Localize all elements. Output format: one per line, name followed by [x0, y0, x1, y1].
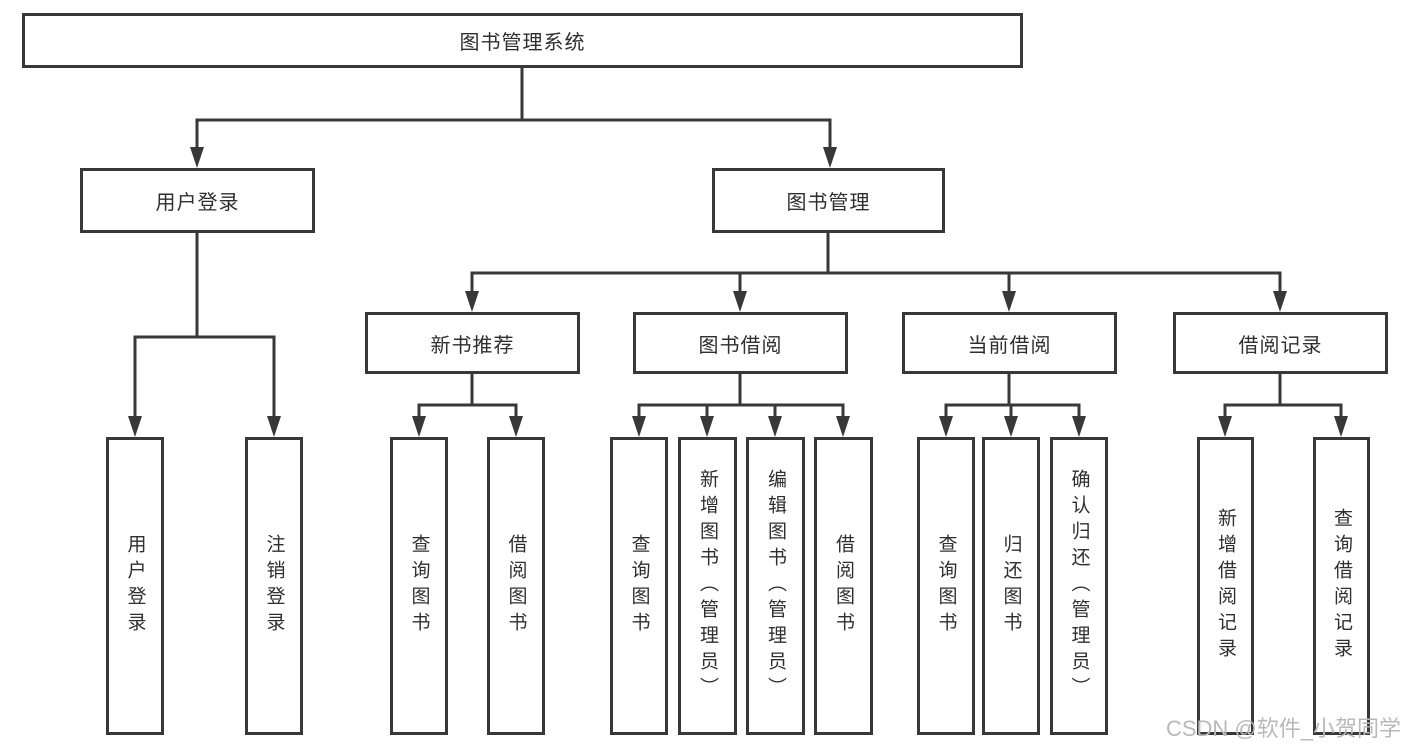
- node-user-login: 用户登录: [80, 168, 315, 233]
- node-label-bb-add-book: 新增图书（管理员）: [697, 469, 718, 703]
- arrow-down-icon: [128, 416, 142, 437]
- node-label-borrow-records: 借阅记录: [1238, 334, 1323, 357]
- arrow-down-icon: [412, 416, 426, 437]
- arrow-down-icon: [1072, 416, 1086, 437]
- node-bb-add-book: 新增图书（管理员）: [678, 437, 737, 735]
- node-label-login: 用户登录: [124, 534, 146, 638]
- arrow-down-icon: [267, 416, 281, 437]
- arrow-down-icon: [632, 416, 646, 437]
- arrow-down-icon: [1334, 416, 1348, 437]
- node-borrow-records: 借阅记录: [1173, 312, 1388, 374]
- node-label-book-borrow: 图书借阅: [698, 334, 783, 357]
- node-label-book-mgmt: 图书管理: [786, 192, 871, 214]
- node-login: 用户登录: [106, 437, 164, 735]
- node-cb-confirm-return: 确认归还（管理员）: [1050, 437, 1108, 735]
- node-label-br-query-record: 查询借阅记录: [1331, 508, 1352, 664]
- node-rec-borrow-book: 借阅图书: [487, 437, 545, 735]
- node-label-cb-return-book: 归还图书: [1000, 534, 1022, 638]
- node-label-user-login: 用户登录: [155, 192, 240, 214]
- node-br-query-record: 查询借阅记录: [1313, 437, 1370, 735]
- watermark-text: CSDN @软件_小贺同学: [1165, 716, 1401, 741]
- node-book-mgmt: 图书管理: [712, 168, 945, 233]
- node-current-borrow: 当前借阅: [902, 312, 1117, 374]
- arrow-down-icon: [509, 416, 523, 437]
- arrow-down-icon: [1002, 291, 1016, 312]
- node-label-cb-query-book: 查询图书: [935, 534, 957, 638]
- arrow-down-icon: [465, 291, 479, 312]
- node-label-logout: 注销登录: [263, 534, 285, 638]
- node-cb-return-book: 归还图书: [982, 437, 1040, 735]
- node-br-add-record: 新增借阅记录: [1197, 437, 1254, 735]
- arrow-down-icon: [939, 416, 953, 437]
- node-label-br-add-record: 新增借阅记录: [1215, 508, 1236, 664]
- arrow-down-icon: [1004, 416, 1018, 437]
- node-cb-query-book: 查询图书: [917, 437, 975, 735]
- arrow-down-icon: [768, 416, 782, 437]
- node-label-rec-query-book: 查询图书: [408, 534, 430, 638]
- arrow-down-icon: [190, 147, 204, 168]
- node-root: 图书管理系统: [22, 13, 1023, 68]
- node-label-bb-borrow-book: 借阅图书: [833, 534, 854, 638]
- node-label-new-book-rec: 新书推荐: [430, 334, 515, 357]
- node-logout: 注销登录: [245, 437, 303, 735]
- node-label-cb-confirm-return: 确认归还（管理员）: [1068, 469, 1090, 703]
- node-book-borrow: 图书借阅: [633, 312, 848, 374]
- node-label-current-borrow: 当前借阅: [967, 334, 1052, 357]
- node-label-bb-edit-book: 编辑图书（管理员）: [765, 469, 786, 703]
- arrow-down-icon: [733, 291, 747, 312]
- node-label-root: 图书管理系统: [459, 32, 586, 54]
- node-bb-edit-book: 编辑图书（管理员）: [746, 437, 805, 735]
- node-label-rec-borrow-book: 借阅图书: [505, 534, 527, 638]
- arrow-down-icon: [700, 416, 714, 437]
- node-rec-query-book: 查询图书: [390, 437, 448, 735]
- arrow-down-icon: [823, 147, 837, 168]
- node-new-book-rec: 新书推荐: [365, 312, 580, 374]
- arrow-down-icon: [1218, 416, 1232, 437]
- node-bb-borrow-book: 借阅图书: [814, 437, 873, 735]
- node-bb-query-book: 查询图书: [610, 437, 668, 735]
- arrow-down-icon: [836, 416, 850, 437]
- node-label-bb-query-book: 查询图书: [628, 534, 650, 638]
- arrow-down-icon: [1273, 291, 1287, 312]
